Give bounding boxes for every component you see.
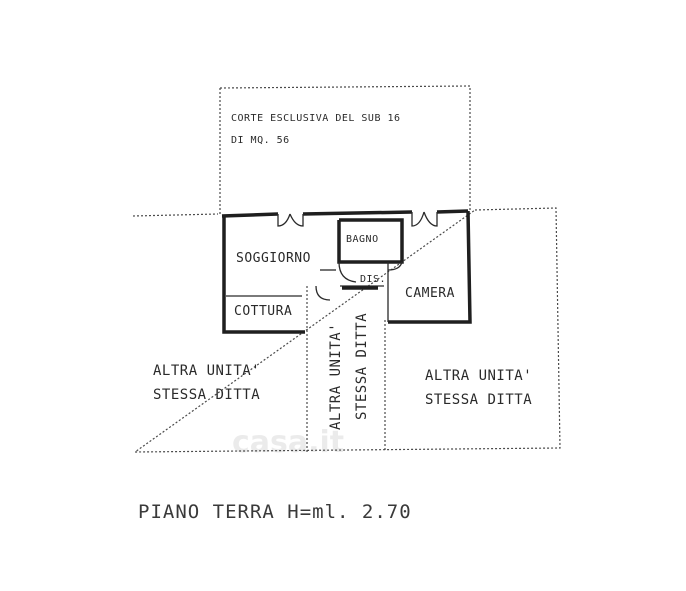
right-unit-label-line1: ALTRA UNITA' — [425, 368, 532, 384]
room-label-bagno: BAGNO — [346, 234, 379, 245]
center-unit-label-line2: STESSA DITTA — [354, 313, 370, 420]
courtyard-outline — [219, 85, 471, 214]
room-label-camera: CAMERA — [405, 286, 455, 301]
room-label-dis: DIS. — [360, 274, 386, 285]
door-swings — [277, 211, 438, 301]
corridor-outline — [306, 286, 386, 452]
left-unit-label-line2: STESSA DITTA — [153, 387, 260, 403]
right-unit-label-line2: STESSA DITTA — [425, 392, 532, 408]
corte-label-line2: DI MQ. 56 — [231, 135, 290, 146]
corte-label-line1: CORTE ESCLUSIVA DEL SUB 16 — [231, 113, 401, 124]
room-label-cottura: COTTURA — [234, 304, 292, 319]
building-outline — [132, 207, 561, 453]
left-unit-label-line1: ALTRA UNITA' — [153, 363, 260, 379]
plan-caption: PIANO TERRA H=ml. 2.70 — [138, 501, 412, 523]
room-label-soggiorno: SOGGIORNO — [236, 251, 311, 266]
watermark-text: casa.it — [232, 425, 344, 460]
center-unit-label-line1: ALTRA UNITA' — [328, 323, 344, 430]
